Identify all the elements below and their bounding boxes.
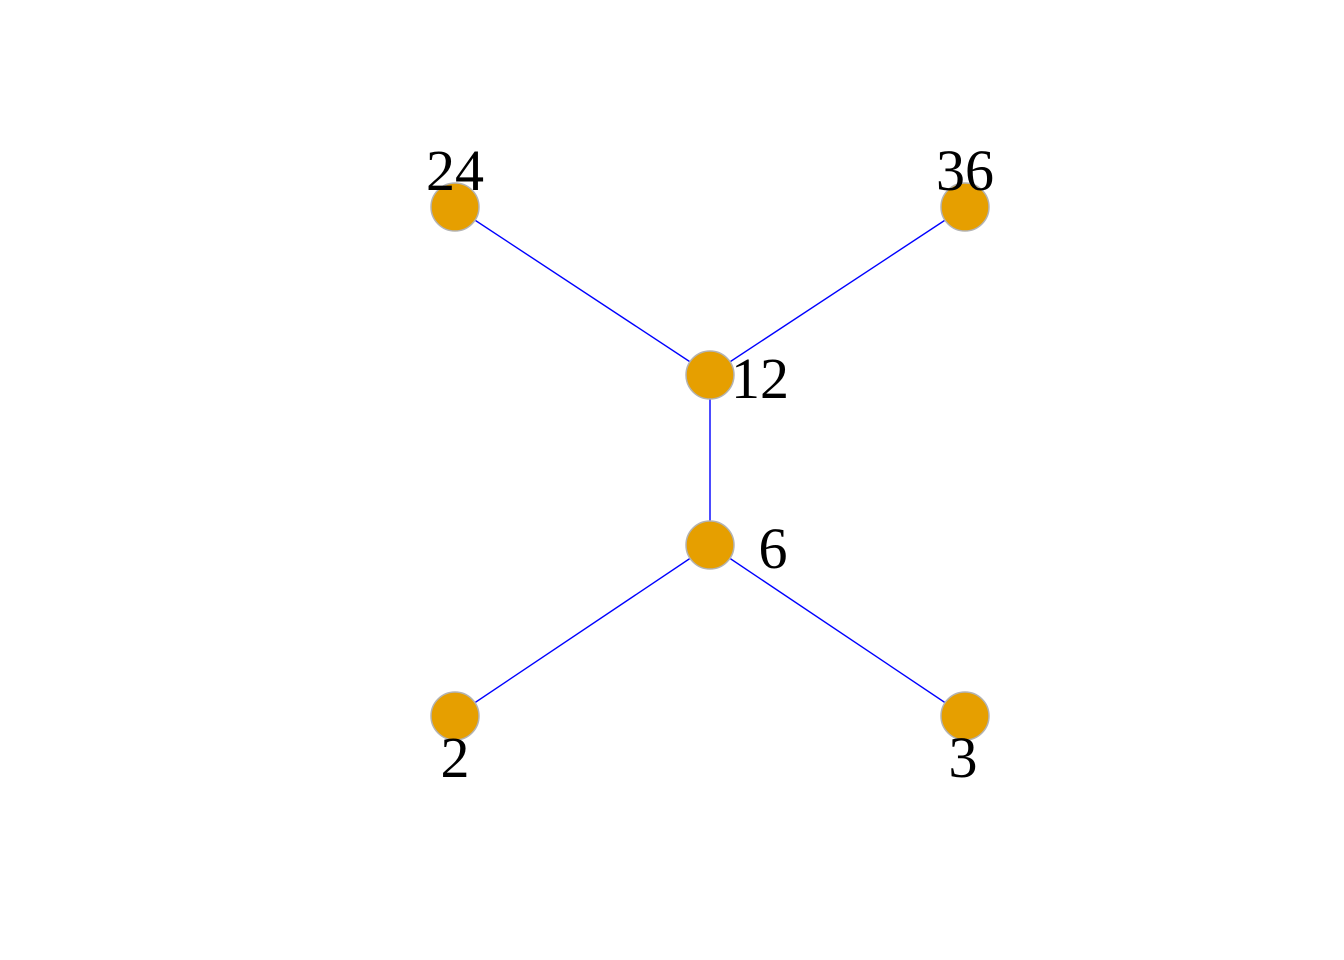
node-label-24: 24 — [426, 138, 484, 203]
node-36 — [940, 182, 990, 232]
edge-6-3 — [709, 544, 966, 717]
node-label-6: 6 — [759, 516, 788, 581]
nodes-layer — [430, 182, 990, 741]
node-label-3: 3 — [949, 725, 978, 790]
node-12 — [685, 350, 735, 400]
edges-layer — [454, 206, 966, 717]
node-6 — [685, 520, 735, 570]
node-24 — [430, 182, 480, 232]
edge-36-12 — [709, 206, 966, 376]
labels-layer: 24 36 12 6 2 3 — [426, 138, 994, 790]
node-2 — [430, 691, 480, 741]
node-3 — [940, 691, 990, 741]
node-label-36: 36 — [936, 138, 994, 203]
edge-24-12 — [454, 206, 711, 376]
edge-6-2 — [454, 544, 711, 717]
node-label-2: 2 — [441, 725, 470, 790]
node-label-12: 12 — [731, 346, 789, 411]
